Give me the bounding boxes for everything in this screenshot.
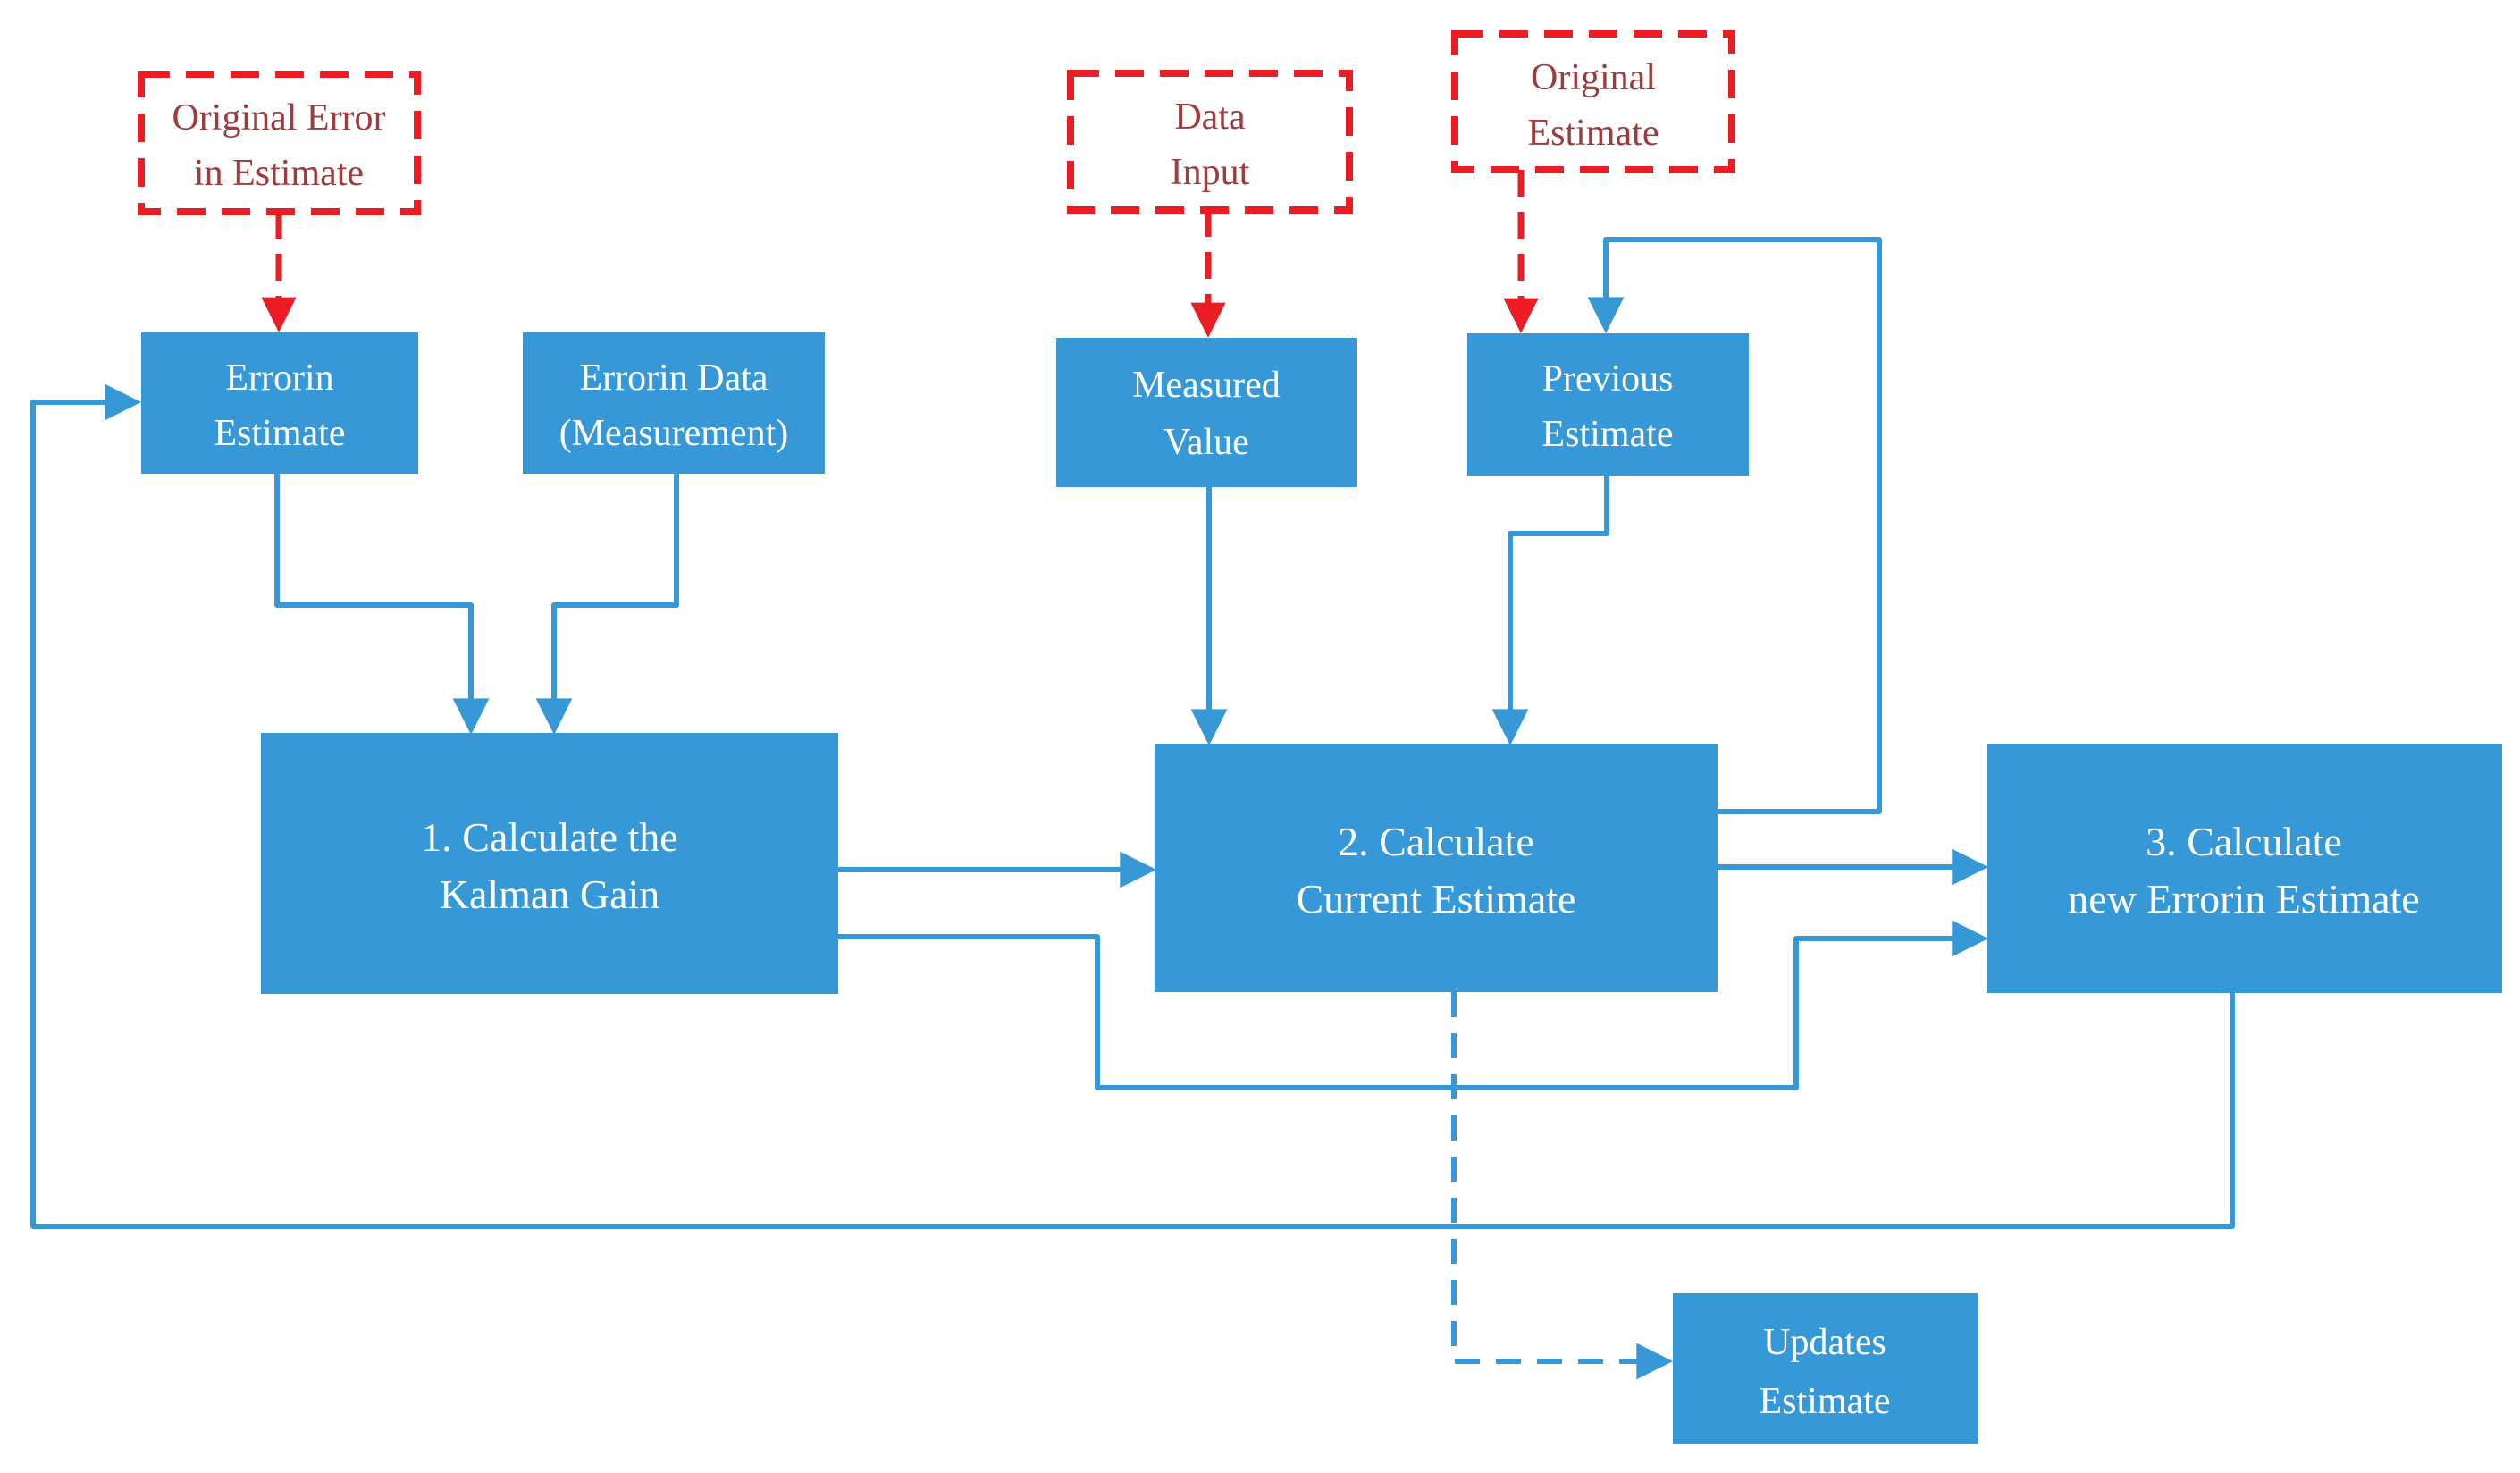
calc-kalman-gain-label-line2: Kalman Gain [440,871,660,917]
previous-estimate-label-line1: Previous [1542,358,1674,400]
calc-current-estimate-box [1155,744,1718,992]
calc-new-error-label-line1: 3. Calculate [2146,819,2342,864]
edge-kalman-gain-to-new-error [838,920,1989,1090]
original-estimate-box [1451,30,1735,173]
updates-estimate-label-line2: Estimate [1760,1381,1891,1422]
calc-new-error-label-line2: new Errorin Estimate [2068,876,2419,922]
measured-value-box [1056,338,1357,487]
node-updates-estimate: Updates Estimate [1673,1293,1978,1444]
calc-current-estimate-label-line2: Current Estimate [1297,876,1576,922]
error-in-estimate-box [141,332,418,474]
calc-kalman-gain-label-line1: 1. Calculate the [421,814,677,860]
previous-estimate-label-line2: Estimate [1542,414,1674,455]
node-original-estimate: Original Estimate [1451,30,1735,173]
updates-estimate-label-line1: Updates [1763,1322,1886,1363]
edge-error-in-data-to-kalman-gain [535,474,679,736]
measured-value-label-line1: Measured [1132,365,1281,406]
original-estimate-label-line1: Original [1531,57,1656,98]
data-input-box [1067,70,1353,214]
calc-current-estimate-label-line1: 2. Calculate [1338,819,1534,864]
node-previous-estimate: Previous Estimate [1467,333,1749,476]
node-calc-kalman-gain: 1. Calculate the Kalman Gain [261,733,838,994]
error-in-estimate-label-line2: Estimate [214,413,346,454]
updates-estimate-box [1673,1293,1978,1444]
edge-previous-estimate-to-current-estimate [1491,476,1609,746]
measured-value-label-line2: Value [1163,422,1249,463]
node-calc-current-estimate: 2. Calculate Current Estimate [1155,744,1718,992]
original-error-box [138,71,421,215]
data-input-label-line1: Data [1174,97,1246,138]
error-in-estimate-label-line1: Errorin [225,358,333,399]
calc-kalman-gain-box [261,733,838,994]
previous-estimate-box [1467,333,1749,476]
original-estimate-label-line2: Estimate [1528,113,1659,154]
calc-new-error-box [1987,744,2502,993]
node-original-error: Original Error in Estimate [138,71,421,215]
edge-current-estimate-to-previous-estimate-loop [1587,237,1882,814]
error-in-data-label-line1: Errorin Data [579,358,768,399]
error-in-data-label-line2: (Measurement) [559,413,789,454]
edge-current-estimate-to-updates-estimate [1451,992,1674,1380]
node-error-in-estimate: Errorin Estimate [141,332,418,474]
edge-error-in-estimate-to-kalman-gain [274,474,490,736]
original-error-label-line2: in Estimate [194,153,364,194]
node-calc-new-error: 3. Calculate new Errorin Estimate [1987,744,2502,993]
node-error-in-data: Errorin Data (Measurement) [523,332,825,474]
edge-new-error-to-error-in-estimate-feedback [30,383,2235,1229]
node-measured-value: Measured Value [1056,338,1357,487]
error-in-data-box [523,332,825,474]
node-data-input: Data Input [1067,70,1353,214]
original-error-label-line1: Original Error [172,97,385,139]
data-input-label-line2: Input [1171,152,1250,193]
